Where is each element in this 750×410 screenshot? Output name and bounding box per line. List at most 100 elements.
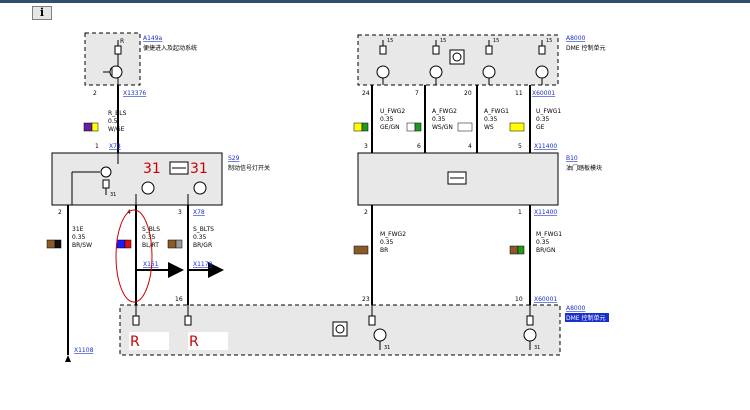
wire-a-fwg1-color: WS xyxy=(484,124,494,131)
connector-x60001-top[interactable]: X60001 xyxy=(532,90,555,97)
wire-color-swatch-brown-gray xyxy=(167,239,183,249)
wire-a-fwg2-color: WS/GN xyxy=(432,124,453,131)
wire-u-fwg2-size: 0.35 xyxy=(380,116,394,123)
a149a-name: 便捷进入及起动系统 xyxy=(143,44,197,52)
b10-bottom-pin-1: 1 xyxy=(518,209,522,216)
wire-a-fwg2-signal: A_FWG2 xyxy=(432,108,457,115)
connector-x11400-top[interactable]: X11400 xyxy=(534,143,557,150)
b10-top-pin-3: 3 xyxy=(364,143,368,150)
wire-color-swatch-yellow xyxy=(509,122,525,132)
callout-r-right: R xyxy=(189,334,199,350)
wire-m-fwg1-signal: M_FWG1 xyxy=(536,231,562,238)
a8000-bottom-name: DME 控制单元 xyxy=(566,314,606,322)
s29-left-pin: 2 xyxy=(58,209,62,216)
b10-name: 油门踏板模块 xyxy=(566,164,602,172)
dme-bottom-driver-1 xyxy=(368,305,387,350)
connector-x78-bottom[interactable]: X78 xyxy=(193,209,205,216)
wire-color-swatch-violet-yellow xyxy=(83,122,99,132)
wire-u-fwg2-signal: U_FWG2 xyxy=(380,108,405,115)
splice-pin-number: 16 xyxy=(175,296,183,303)
dme-fuse-label-3: 15 xyxy=(493,38,499,44)
a149a-pin-number: 2 xyxy=(93,90,97,97)
a8000-bottom-name-highlight xyxy=(565,313,609,322)
wire-a-fwg1-size: 0.35 xyxy=(484,116,498,123)
connector-x78-top[interactable]: X78 xyxy=(109,143,121,150)
b10-top-pin-6: 6 xyxy=(417,143,421,150)
info-icon: i xyxy=(39,6,45,19)
wire-color-swatch-brown-black xyxy=(46,239,62,249)
a8000-top-id-link[interactable]: A8000 xyxy=(566,35,586,42)
wire-31e-size: 0.35 xyxy=(72,234,86,241)
connector-x1108[interactable]: X1108 xyxy=(74,347,94,354)
b10-accelerator-pedal-module[interactable] xyxy=(357,152,559,206)
dme-top-pin-20: 20 xyxy=(464,90,472,97)
wire-s-blts-signal: S_BLTS xyxy=(193,226,214,233)
callout-31-left: 31 xyxy=(143,161,161,177)
dme-top-pin-24: 24 xyxy=(362,90,370,97)
info-button[interactable]: i xyxy=(32,6,52,20)
s29-name: 制动信号灯开关 xyxy=(228,164,270,172)
transistor-icon xyxy=(100,166,112,178)
a8000-top-name: DME 控制单元 xyxy=(566,44,606,52)
a149a-pin-r: R xyxy=(120,38,124,45)
dme-fuse-label-4: 15 xyxy=(546,38,552,44)
b10-top-pin-4: 4 xyxy=(468,143,472,150)
dme-top-pin-11: 11 xyxy=(515,90,523,97)
wire-s-bls-size: 0.35 xyxy=(142,234,156,241)
s29-brake-light-switch[interactable]: 31 xyxy=(51,152,223,206)
wire-u-fwg1-color: GE xyxy=(536,124,545,131)
dme-bottom-ground-2: 31 xyxy=(534,345,540,351)
dme-bottom-pin-10: 10 xyxy=(515,296,523,303)
ground-arrow-icon xyxy=(65,355,71,362)
connector-x60001-bottom[interactable]: X60001 xyxy=(534,296,557,303)
s29-mid-pin: 4 xyxy=(127,209,131,216)
dme-top-driver-3 xyxy=(482,40,496,85)
dme-top-pin-7: 7 xyxy=(415,90,419,97)
wire-color-swatch-blue-red xyxy=(116,239,132,249)
connector-x151[interactable]: X151 xyxy=(143,261,159,268)
wire-color-swatch-brown xyxy=(353,245,369,255)
a8000-bottom-id-link[interactable]: A8000 xyxy=(566,305,586,312)
wire-r-bls-size: 0.5 xyxy=(108,118,118,125)
connector-x13376[interactable]: X13376 xyxy=(123,90,146,97)
callout-31-right: 31 xyxy=(190,161,208,177)
wire-u-fwg1-size: 0.35 xyxy=(536,116,550,123)
callout-r-left: R xyxy=(130,334,140,350)
dme-bottom-input-1 xyxy=(132,305,140,326)
wire-a-fwg1-signal: A_FWG1 xyxy=(484,108,509,115)
annotation-box-right xyxy=(188,332,228,350)
dme-top-driver-1 xyxy=(376,40,390,85)
wire-m-fwg2-signal: M_FWG2 xyxy=(380,231,406,238)
dme-bottom-ground-1: 31 xyxy=(384,345,390,351)
s29-id-link[interactable]: S29 xyxy=(228,155,240,162)
b10-id-link[interactable]: B10 xyxy=(566,155,578,162)
wire-r-bls-color: W/GE xyxy=(108,126,125,133)
wire-color-swatch-white xyxy=(457,122,473,132)
window-top-bar xyxy=(0,0,750,3)
connector-x11400-bottom[interactable]: X11400 xyxy=(534,209,557,216)
transistor-icon xyxy=(193,181,207,195)
a8000-dme-top-module[interactable]: 15 15 15 15 xyxy=(357,34,559,86)
dme-bottom-driver-2 xyxy=(523,305,537,350)
dme-fuse-label-2: 15 xyxy=(440,38,446,44)
wire-s-blts-size: 0.35 xyxy=(193,234,207,241)
wire-31e-signal: 31E xyxy=(72,226,84,233)
a8000-dme-bottom-module[interactable]: 31 31 xyxy=(119,304,561,356)
connector-x1179[interactable]: X1179 xyxy=(193,261,213,268)
wire-s-bls-signal: S_BLS xyxy=(142,226,160,233)
a149a-module[interactable]: R xyxy=(84,32,141,86)
wire-m-fwg2-color: BR xyxy=(380,247,388,254)
wire-m-fwg1-color: BR/GN xyxy=(536,247,555,254)
highlight-circle xyxy=(115,209,153,303)
dme-bottom-input-2 xyxy=(184,305,192,326)
dme-top-driver-4 xyxy=(535,40,549,85)
wire-s-blts-color: BR/GR xyxy=(193,242,212,249)
s29-ground: 31 xyxy=(110,192,116,198)
wire-a-fwg2-size: 0.35 xyxy=(432,116,446,123)
a149a-id-link[interactable]: A149a xyxy=(143,35,163,42)
b10-bottom-pin-2: 2 xyxy=(364,209,368,216)
wire-color-swatch-yellow-green xyxy=(353,122,369,132)
wire-m-fwg2-size: 0.35 xyxy=(380,239,394,246)
b10-top-pin-5: 5 xyxy=(518,143,522,150)
